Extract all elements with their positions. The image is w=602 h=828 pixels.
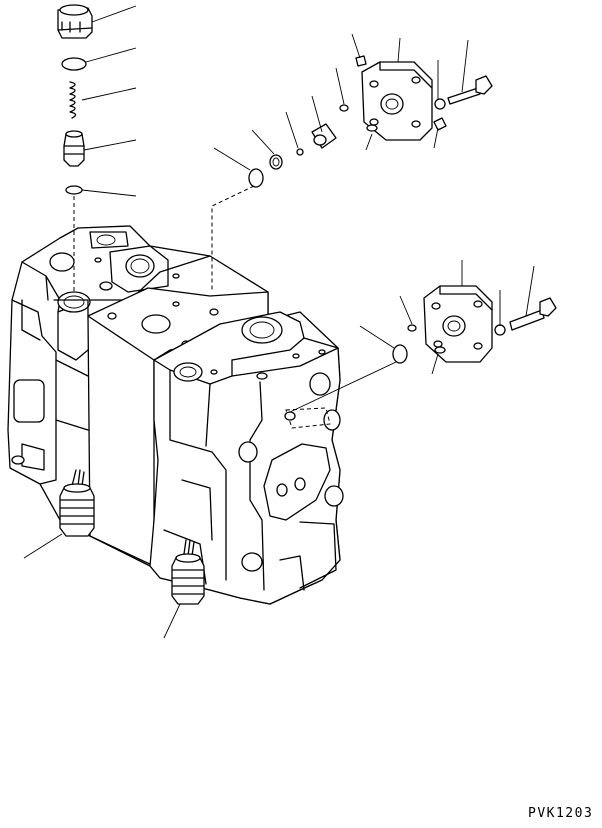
leader-lines-left (81, 5, 137, 197)
leader-lines-lower-right (359, 260, 535, 375)
relief-valve-stack (57, 4, 93, 292)
bottom-fitting-left (23, 469, 95, 559)
drawing-code-label: PVK1203 (528, 806, 594, 821)
leader-lines-upper-right (213, 33, 469, 171)
upper-cover-assembly (211, 55, 493, 290)
bottom-fitting-right (163, 539, 205, 639)
valve-body (7, 225, 344, 605)
lower-cover-assembly (289, 285, 557, 413)
